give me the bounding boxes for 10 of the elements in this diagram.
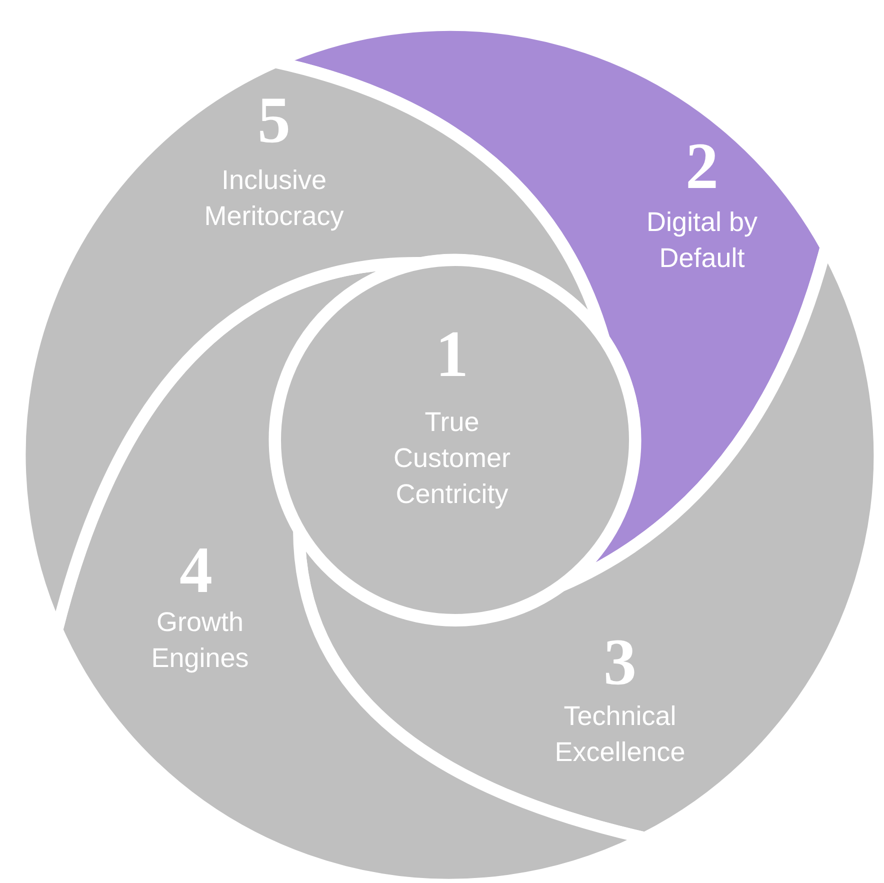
step-number: 3 bbox=[604, 630, 636, 696]
step-number: 5 bbox=[258, 88, 290, 154]
step-label: Inclusive Meritocracy bbox=[203, 164, 345, 233]
step-label: Technical Excellence bbox=[554, 700, 686, 769]
step-label: Growth Engines bbox=[150, 606, 250, 675]
step-number: 2 bbox=[686, 134, 718, 200]
step-number: 1 bbox=[436, 322, 468, 388]
step-label: Digital by Default bbox=[645, 206, 759, 275]
step-number: 4 bbox=[180, 538, 212, 604]
step-label: True Customer Centricity bbox=[392, 406, 512, 511]
